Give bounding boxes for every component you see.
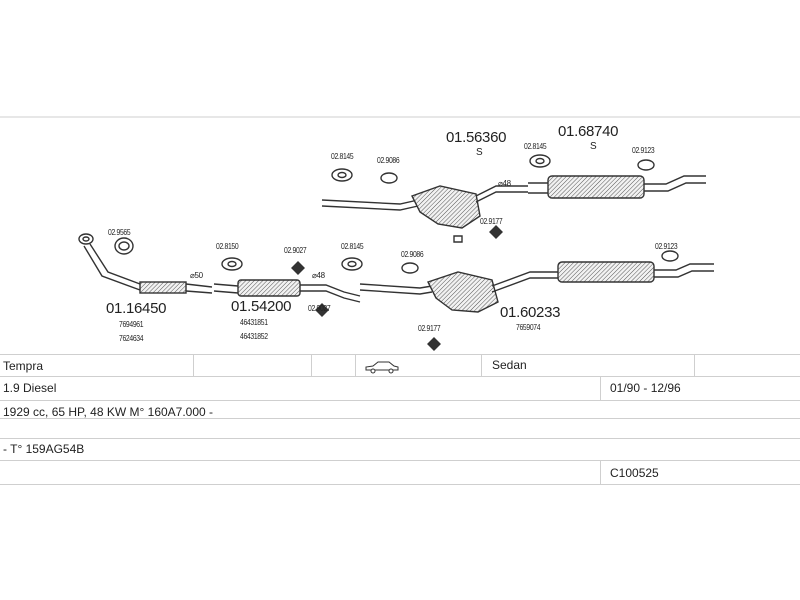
part-number: 01.54200	[231, 298, 292, 315]
body-type: Sedan	[492, 358, 527, 372]
small-part-label: 02.9565	[108, 227, 131, 237]
part-tag: S	[590, 141, 597, 152]
upper-rear-silencer	[489, 154, 706, 239]
small-part-label: 02.9177	[418, 323, 441, 333]
front-pipe	[78, 233, 213, 294]
part-reference: 46431851	[240, 317, 268, 327]
catalog-code: C100525	[610, 466, 659, 480]
small-part-label: 02.9027	[284, 245, 307, 255]
model-name: Tempra	[3, 359, 44, 373]
diameter-label: ⌀50	[190, 271, 203, 280]
table-divider	[0, 354, 800, 355]
diameter-label: ⌀48	[498, 179, 511, 188]
diameter-label: ⌀48	[312, 271, 325, 280]
part-number: 01.68740	[558, 123, 619, 140]
part-reference: 7694961	[119, 319, 144, 329]
small-part-label: 02.9123	[655, 241, 678, 251]
production-years: 01/90 - 12/96	[610, 381, 681, 395]
table-divider	[0, 376, 800, 377]
part-reference: 7659074	[516, 322, 541, 332]
table-divider	[0, 418, 800, 419]
small-part-label: 02.8150	[216, 241, 239, 251]
table-divider	[311, 354, 312, 376]
upper-front-silencer	[321, 168, 528, 243]
part-reference: 46431852	[240, 331, 268, 341]
part-number: 01.60233	[500, 304, 561, 321]
engine-spec: 1929 cc, 65 HP, 48 KW M° 160A7.000 -	[3, 405, 214, 419]
small-part-label: 02.9086	[377, 155, 400, 165]
part-number: 01.16450	[106, 300, 167, 317]
small-part-label: 02.9027	[308, 303, 331, 313]
table-divider	[0, 484, 800, 485]
car-icon	[365, 361, 399, 374]
engine: 1.9 Diesel	[3, 381, 57, 395]
type-code: - T° 159AG54B	[3, 442, 85, 456]
table-divider	[694, 354, 695, 376]
table-divider	[355, 354, 356, 376]
table-divider	[193, 354, 194, 376]
small-part-label: 02.8145	[341, 241, 364, 251]
small-part-label: 02.9086	[401, 249, 424, 259]
part-number: 01.56360	[446, 129, 507, 146]
middle-silencer	[213, 257, 361, 317]
small-part-label: 02.8145	[524, 141, 547, 151]
small-part-label: 02.8145	[331, 151, 354, 161]
table-divider	[0, 400, 800, 401]
small-part-label: 02.9123	[632, 145, 655, 155]
table-divider	[0, 460, 800, 461]
table-divider	[600, 376, 601, 400]
small-part-label: 02.9177	[480, 216, 503, 226]
table-divider	[481, 354, 482, 376]
lower-silencer	[341, 250, 714, 351]
table-divider	[0, 438, 800, 439]
table-divider	[600, 460, 601, 484]
part-reference: 7624634	[119, 333, 144, 343]
part-tag: S	[476, 147, 483, 158]
